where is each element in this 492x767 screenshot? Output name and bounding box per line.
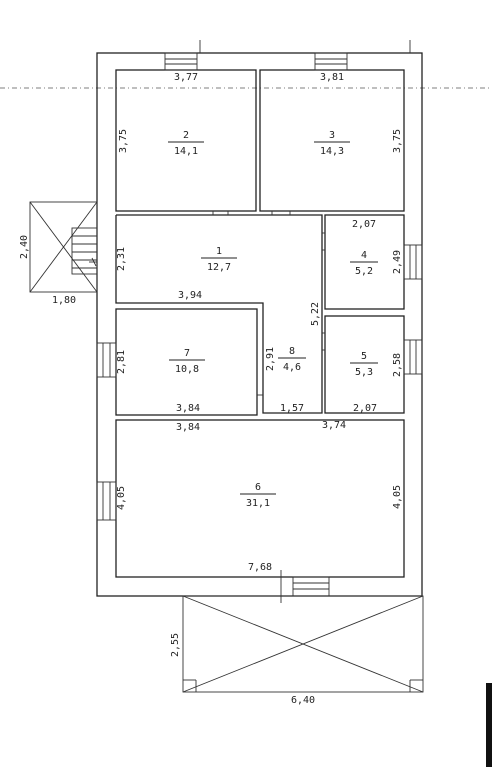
svg-text:5: 5 [361, 351, 367, 362]
svg-text:7: 7 [184, 348, 190, 359]
svg-text:8: 8 [289, 346, 295, 357]
dim-terrace-width: 6,40 [291, 695, 315, 706]
dim-room7-width: 3,84 [176, 403, 200, 414]
edge-marker [486, 683, 492, 767]
dim-room2-width: 3,77 [174, 72, 198, 83]
window-bottom [280, 570, 330, 603]
svg-text:3: 3 [329, 130, 335, 141]
dim-porch-height: 2,40 [19, 235, 30, 259]
room-7-label: 7 10,8 [169, 348, 205, 375]
window-left-room6 [96, 481, 117, 521]
dim-room5-width: 2,07 [353, 403, 377, 414]
window-right-room5 [403, 339, 423, 375]
svg-text:12,7: 12,7 [207, 262, 231, 273]
dim-hall-width: 1,57 [280, 403, 304, 414]
dim-room7-height: 2,81 [116, 350, 127, 374]
room-6-label: 6 31,1 [240, 482, 276, 509]
svg-text:31,1: 31,1 [246, 498, 270, 509]
svg-text:5,2: 5,2 [355, 266, 373, 277]
dim-hall-length: 5,22 [310, 302, 321, 326]
dim-room6-width-left: 3,84 [176, 422, 200, 433]
dim-room6-width-right: 3,74 [322, 420, 346, 431]
porch [29, 201, 98, 293]
dim-room8-height: 2,91 [265, 347, 276, 371]
dim-room6-width-total: 7,68 [248, 562, 272, 573]
room-7-outline [115, 308, 258, 416]
room-8-label: 8 4,6 [278, 346, 306, 373]
room-4-label: 4 5,2 [350, 250, 378, 277]
terrace [182, 595, 424, 693]
dim-room2-height: 3,75 [118, 129, 129, 153]
dim-room5-height: 2,58 [392, 353, 403, 377]
dim-room3-width: 3,81 [320, 72, 344, 83]
dim-room1-height: 2,31 [116, 247, 127, 271]
dim-room6-height-left: 4,05 [116, 486, 127, 510]
dim-terrace-height: 2,55 [170, 633, 181, 657]
room-1-label: 1 12,7 [201, 246, 237, 273]
room-1-outline [115, 214, 323, 414]
dim-porch-width: 1,80 [52, 295, 76, 306]
svg-text:10,8: 10,8 [175, 364, 199, 375]
svg-text:6: 6 [255, 482, 261, 493]
svg-text:4: 4 [361, 250, 367, 261]
dim-room4-height: 2,49 [392, 250, 403, 274]
svg-text:2: 2 [183, 130, 189, 141]
window-right-room4 [403, 244, 423, 280]
dim-room6-height-right: 4,05 [392, 485, 403, 509]
svg-text:4,6: 4,6 [283, 362, 301, 373]
window-left-room7 [96, 342, 117, 378]
dim-room4-width: 2,07 [352, 219, 376, 230]
room-3-label: 3 14,3 [314, 130, 350, 157]
svg-text:14,1: 14,1 [174, 146, 198, 157]
room-5-label: 5 5,3 [350, 351, 378, 378]
svg-text:1: 1 [216, 246, 222, 257]
svg-text:5,3: 5,3 [355, 367, 373, 378]
dim-room3-height: 3,75 [392, 129, 403, 153]
room-2-label: 2 14,1 [168, 130, 204, 157]
svg-text:14,3: 14,3 [320, 146, 344, 157]
window-top-right [314, 52, 348, 71]
window-top-left [164, 52, 198, 71]
dim-room1-width: 3,94 [178, 290, 202, 301]
